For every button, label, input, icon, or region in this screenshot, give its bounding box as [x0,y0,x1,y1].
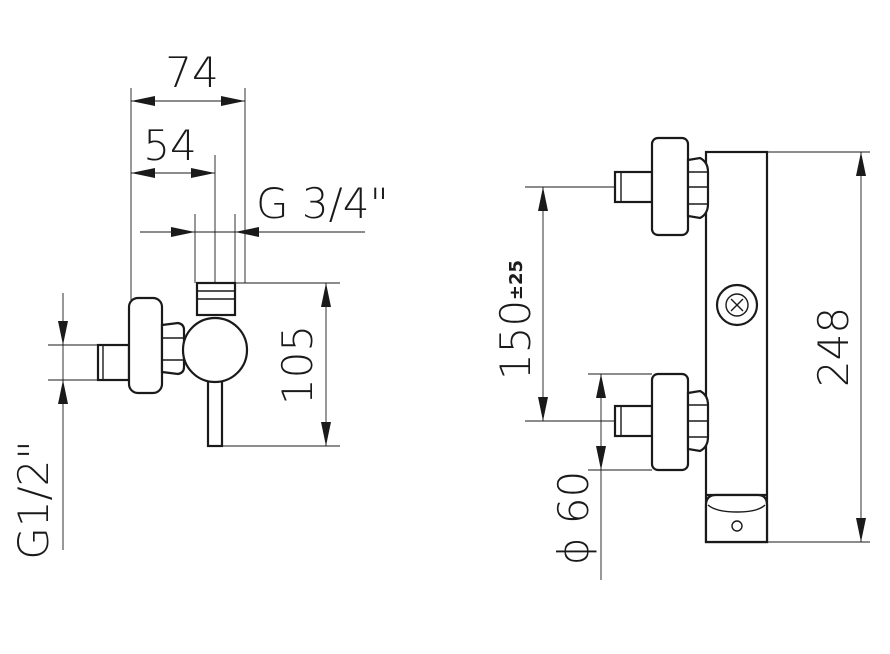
side-inlet-nipple [96,343,131,382]
side-body [181,316,249,384]
dimension-diameter-60-label: ϕ 60 [549,471,598,566]
dimension-248: 248 [766,151,870,543]
front-upper-inlet [613,136,710,237]
dimension-diameter-60: ϕ 60 [549,373,652,580]
dimension-105: 105 [222,282,340,447]
side-view: 74 54 G 3/4" 105 [9,48,389,560]
front-bottom-cap [704,493,769,544]
side-flange [127,296,164,395]
dimension-74-label: 74 [165,48,218,97]
front-view: 150 ±25 ϕ 60 248 [491,136,870,580]
dimension-54: 54 [131,121,216,283]
thread-inlet-label: G1/2" [9,440,58,559]
side-hex-nut [160,321,186,376]
dimension-105-label: 105 [273,325,322,405]
dimension-150-tolerance: ±25 [506,260,527,300]
thread-inlet-dimension: G1/2" [9,293,128,560]
front-center-knob [715,283,759,327]
dimension-150-label: 150 [491,300,540,380]
thread-outlet-label: G 3/4" [256,179,389,228]
side-outlet-connector [195,281,237,317]
dimension-74: 74 [130,48,246,300]
dimension-54-label: 54 [143,121,196,170]
front-main-body [704,150,769,544]
bottom-screw-icon [731,520,743,532]
dimension-248-label: 248 [809,307,858,387]
front-lower-inlet [613,372,710,472]
thread-outlet-dimension: G 3/4" [140,179,389,283]
dimension-150: 150 ±25 [491,186,615,422]
